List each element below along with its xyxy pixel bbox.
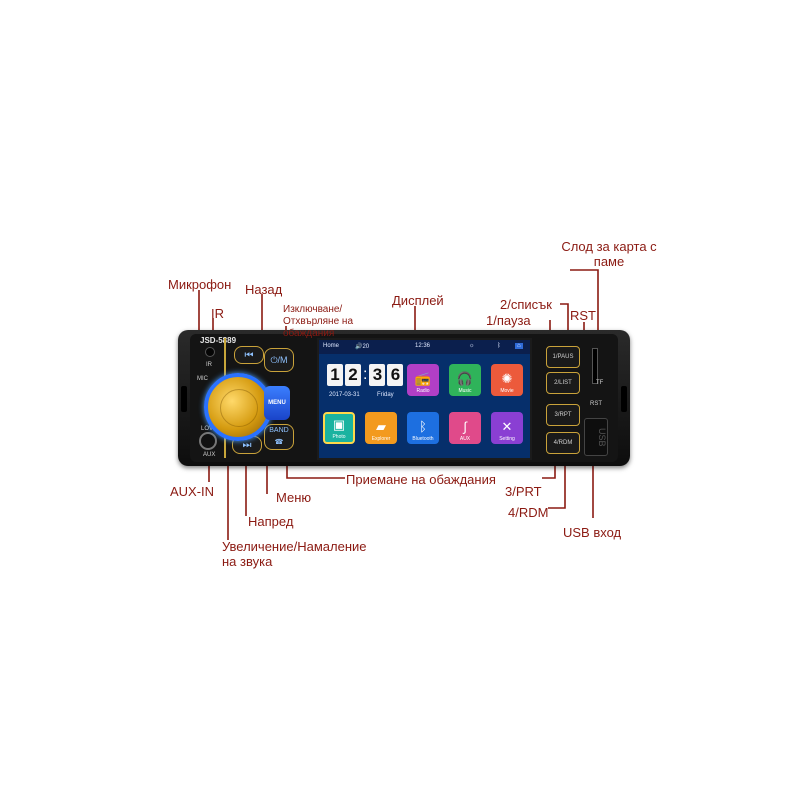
app-label: Movie — [500, 388, 514, 394]
label-power-reject: Изключване/Отхвърляне на обаждания — [283, 304, 354, 339]
clock-digit: 1 — [327, 364, 343, 386]
model-name: JSD-5889 — [200, 336, 237, 345]
label-back: Назад — [245, 282, 283, 297]
clock-colon: : — [363, 366, 368, 383]
skip-back-icon: ⏮ — [244, 350, 254, 361]
app-label: Music — [458, 388, 472, 394]
tf-text: TF — [596, 380, 604, 386]
power-mode-button[interactable]: ⏻/M — [264, 348, 294, 372]
clock-digit: 6 — [387, 364, 404, 386]
power-icon: ⏻/M — [270, 355, 288, 365]
left-mount-slot — [181, 386, 187, 412]
menu-button[interactable]: MENU — [264, 386, 290, 420]
app-label: Photo — [332, 434, 346, 440]
label-rst: RST — [570, 308, 596, 323]
app-label: Explorer — [371, 436, 391, 442]
aux-icon: ∫ — [463, 419, 467, 434]
usb-port[interactable]: USB — [584, 418, 608, 456]
prev-button[interactable]: ⏮ — [234, 346, 264, 364]
label-rdm: 4/RDM — [508, 505, 549, 520]
app-photo[interactable]: ▣ Photo — [323, 412, 355, 444]
folder-icon: ▰ — [376, 419, 386, 434]
bluetooth-status-icon: ᛒ — [497, 343, 501, 349]
app-label: Bluetooth — [412, 436, 434, 442]
label-volume: Увеличение/Намаление на звука — [222, 539, 367, 569]
label-list: 2/списък — [500, 297, 552, 312]
right-mount-slot — [621, 386, 627, 412]
movie-icon: ✺ — [501, 371, 513, 386]
label-pause: 1/пауза — [486, 313, 531, 328]
mic-text: MIC — [197, 376, 208, 382]
label-aux-in: AUX-IN — [170, 484, 215, 499]
volume-indicator: 🔊20 — [355, 344, 370, 350]
clock-digit: 3 — [369, 364, 386, 386]
ir-text: IR — [206, 362, 212, 368]
app-bluetooth[interactable]: ᛒ Bluetooth — [407, 412, 439, 444]
app-setting[interactable]: ✕ Setting — [491, 412, 523, 444]
bluetooth-icon: ᛒ — [419, 419, 427, 434]
volume-knob[interactable] — [204, 373, 272, 441]
app-music[interactable]: 🎧 Music — [449, 364, 481, 396]
app-explorer[interactable]: ▰ Explorer — [365, 412, 397, 444]
home-icon[interactable]: ⌂ — [515, 343, 523, 349]
preset-1-button[interactable]: 1/PAUS — [546, 346, 580, 368]
menu-text: MENU — [268, 400, 286, 406]
settings-icon: ✕ — [501, 419, 513, 434]
brightness-icon: ☼ — [469, 343, 475, 349]
label-menu: Меню — [276, 490, 312, 505]
rst-text: RST — [590, 401, 602, 407]
label-microphone: Микрофон — [168, 277, 232, 292]
date-text: 2017-03-31 — [329, 392, 360, 398]
photo-icon: ▣ — [332, 417, 346, 432]
preset-2-button[interactable]: 2/LIST — [546, 372, 580, 394]
status-time: 12:36 — [415, 343, 431, 349]
app-label: Radio — [416, 388, 430, 394]
aux-text: AUX — [203, 452, 216, 458]
app-movie[interactable]: ✺ Movie — [491, 364, 523, 396]
preset-4-button[interactable]: 4/RDM — [546, 432, 580, 454]
clock-digit: 2 — [345, 364, 361, 386]
status-bar: Home 🔊20 12:36 ☼ ᛒ ⌂ — [319, 340, 530, 354]
app-label: Setting — [499, 436, 515, 442]
label-prt: 3/PRT — [505, 484, 542, 499]
aux-jack[interactable] — [199, 432, 217, 450]
label-display: Дисплей — [392, 293, 444, 308]
app-radio[interactable]: 📻 Radio — [407, 364, 439, 396]
lov-text: LOV — [201, 426, 214, 432]
preset-3-button[interactable]: 3/RPT — [546, 404, 580, 426]
home-text: Home — [323, 343, 340, 349]
skip-forward-icon: ⏭ — [242, 440, 252, 451]
app-label: AUX — [459, 436, 471, 442]
label-answer-call: Приемане на обаждания — [346, 472, 496, 487]
label-usb: USB вход — [563, 525, 622, 540]
label-forward: Напред — [248, 514, 294, 529]
day-text: Friday — [377, 392, 394, 398]
phone-icon: ☎ — [274, 439, 284, 446]
app-aux[interactable]: ∫ AUX — [449, 412, 481, 444]
band-button[interactable]: BAND ☎ — [264, 424, 294, 450]
radio-icon: 📻 — [414, 371, 432, 386]
band-text: BAND — [269, 427, 289, 434]
music-icon: 🎧 — [456, 371, 474, 386]
label-card-slot: Слод за карта с паме — [561, 239, 657, 269]
ir-sensor — [205, 347, 215, 357]
touch-display[interactable]: Home 🔊20 12:36 ☼ ᛒ ⌂ 1 2 : 3 6 2017-03-3… — [317, 338, 532, 460]
label-ir: IR — [211, 306, 224, 321]
tf-card-slot[interactable] — [592, 348, 598, 384]
clock-widget: 1 2 : 3 6 — [327, 364, 404, 386]
